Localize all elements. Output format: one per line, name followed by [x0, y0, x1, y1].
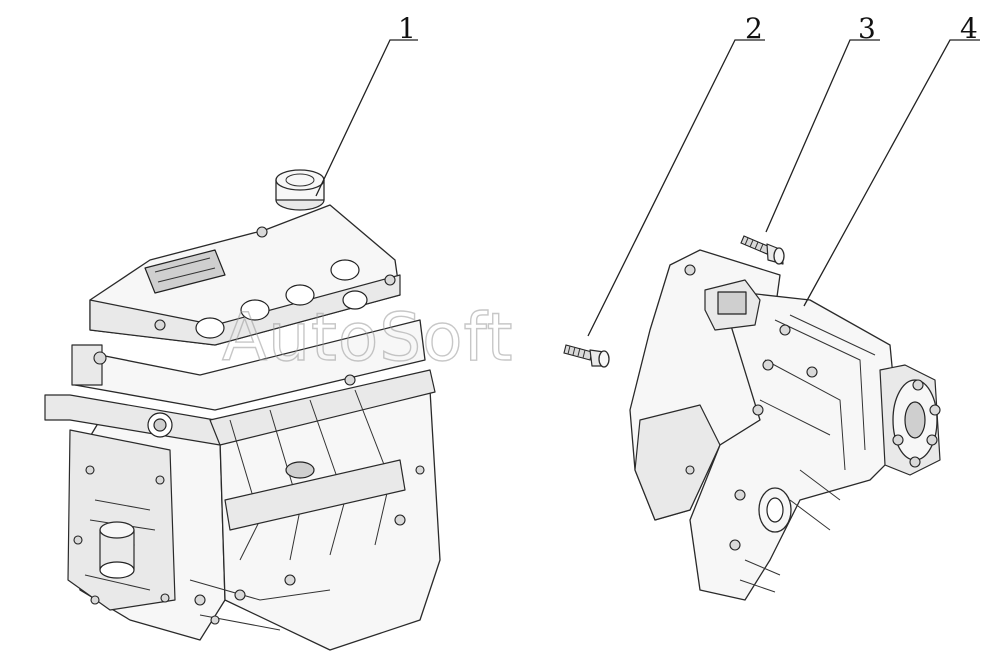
engine-assembly [44, 169, 441, 651]
callout-4: 4 [960, 12, 978, 45]
leader-line-2 [587, 39, 765, 337]
mounting-bolt-2 [563, 344, 610, 368]
mounting-bolt-3 [740, 235, 785, 265]
leader-line-1 [315, 39, 418, 197]
callout-2: 2 [745, 12, 763, 45]
leader-line-4 [803, 39, 980, 307]
callout-1: 1 [398, 12, 416, 45]
callout-leaders [315, 39, 980, 337]
watermark-text: AutoSoft [222, 299, 513, 376]
callout-3: 3 [858, 12, 876, 45]
leader-line-3 [765, 39, 880, 233]
transmission-gearbox [629, 249, 941, 601]
callout-labels: 1 2 3 4 [398, 12, 978, 45]
